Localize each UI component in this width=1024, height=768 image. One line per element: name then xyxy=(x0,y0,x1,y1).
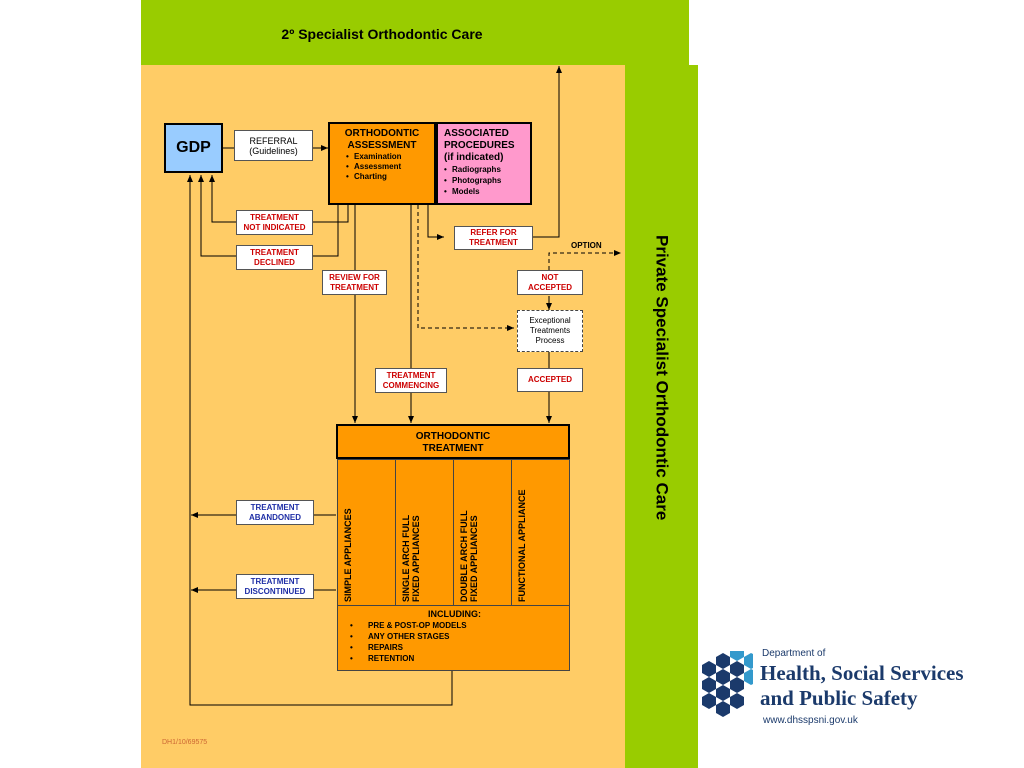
not-accepted-label: NOT ACCEPTED xyxy=(517,270,583,295)
exceptional-line2: Treatments xyxy=(529,326,571,335)
exceptional-line3: Process xyxy=(535,336,565,345)
page-title: 2º Specialist Orthodontic Care xyxy=(281,26,483,42)
not-indicated-line1: TREATMENT xyxy=(250,212,299,222)
review-line2: TREATMENT xyxy=(330,282,379,292)
commencing-line1: TREATMENT xyxy=(386,370,436,380)
including-item: PRE & POST-OP MODELS xyxy=(350,620,567,631)
dhssps-hexagon-logo-icon xyxy=(702,651,753,717)
refer-line1: REFER FOR xyxy=(470,228,517,237)
associated-title-line1: ASSOCIATED xyxy=(444,128,509,139)
treatment-discontinued-label: TREATMENT DISCONTINUED xyxy=(236,574,314,599)
refer-line2: TREATMENT xyxy=(469,238,518,247)
option-label: OPTION xyxy=(571,241,602,250)
logo-dept-line: Department of xyxy=(762,648,826,659)
referral-label: REFERRAL (Guidelines) xyxy=(234,130,313,161)
including-item: RETENTION xyxy=(350,653,567,664)
accepted-label: ACCEPTED xyxy=(517,368,583,392)
single-arch-line2: FIXED APPLIANCES xyxy=(411,515,421,602)
assessment-item: Assessment xyxy=(346,162,428,172)
associated-item: Photographs xyxy=(444,175,524,186)
declined-line1: TREATMENT xyxy=(250,247,299,257)
treatment-declined-label: TREATMENT DECLINED xyxy=(236,245,313,270)
double-arch-line1: DOUBLE ARCH FULL xyxy=(459,510,469,602)
logo-title-line1: Health, Social Services xyxy=(760,661,964,685)
assessment-title-line2: ASSESSMENT xyxy=(347,140,417,151)
associated-title-line2: PROCEDURES xyxy=(444,140,515,151)
orthodontic-assessment-box: ORTHODONTIC ASSESSMENT Examination Asses… xyxy=(328,122,436,205)
double-arch-line2: FIXED APPLIANCES xyxy=(469,515,479,602)
associated-item: Radiographs xyxy=(444,164,524,175)
functional-appliance-label: FUNCTIONAL APPLIANCE xyxy=(517,466,531,603)
exceptional-line1: Exceptional xyxy=(529,316,571,325)
including-item: ANY OTHER STAGES xyxy=(350,631,567,642)
simple-appliances-label: SIMPLE APPLIANCES xyxy=(343,466,357,602)
row-divider xyxy=(337,605,570,606)
including-item: REPAIRS xyxy=(350,642,567,653)
commencing-line2: COMMENCING xyxy=(382,380,440,390)
orthodontic-treatment-header: ORTHODONTIC TREATMENT xyxy=(336,424,570,459)
treatment-title-line2: TREATMENT xyxy=(422,443,484,454)
abandoned-line1: TREATMENT xyxy=(250,502,300,512)
private-care-panel xyxy=(625,65,698,768)
referral-line1: REFERRAL xyxy=(249,135,298,146)
gdp-box: GDP xyxy=(164,123,223,173)
refer-for-treatment-label: REFER FOR TREATMENT xyxy=(454,226,533,250)
gdp-label: GDP xyxy=(176,139,211,156)
associated-item: Models xyxy=(444,186,524,197)
functional-appliance-text: FUNCTIONAL APPLIANCE xyxy=(517,489,527,603)
associated-procedures-box: ASSOCIATED PROCEDURES (if indicated) Rad… xyxy=(436,122,532,205)
associated-title-line3: (if indicated) xyxy=(444,152,504,163)
treatment-not-indicated-label: TREATMENT NOT INDICATED xyxy=(236,210,313,235)
assessment-item: Examination xyxy=(346,152,428,162)
not-indicated-line2: NOT INDICATED xyxy=(243,222,306,232)
review-for-treatment-label: REVIEW FOR TREATMENT xyxy=(322,270,387,295)
column-divider xyxy=(395,459,396,606)
document-code: DH1/10/69575 xyxy=(162,739,208,746)
single-arch-line1: SINGLE ARCH FULL xyxy=(401,514,411,602)
discontinued-line2: DISCONTINUED xyxy=(244,586,306,596)
simple-appliances-text: SIMPLE APPLIANCES xyxy=(343,508,353,602)
accepted-text: ACCEPTED xyxy=(527,375,572,384)
referral-line2: (Guidelines) xyxy=(249,145,298,156)
declined-line2: DECLINED xyxy=(254,257,295,267)
exceptional-treatments-process: Exceptional Treatments Process xyxy=(517,310,583,352)
single-arch-label: SINGLE ARCH FULL FIXED APPLIANCES xyxy=(401,466,427,602)
column-divider xyxy=(453,459,454,606)
review-line1: REVIEW FOR xyxy=(329,272,380,282)
treatment-title-line1: ORTHODONTIC xyxy=(415,431,491,442)
private-care-title: Private Specialist Orthodontic Care xyxy=(652,235,672,521)
header-band xyxy=(141,0,689,65)
not-accepted-line2: ACCEPTED xyxy=(527,282,572,292)
column-divider xyxy=(511,459,512,606)
including-heading: INCLUDING: xyxy=(428,609,481,619)
assessment-title-line1: ORTHODONTIC xyxy=(344,128,420,139)
logo-url[interactable]: www.dhsspsni.gov.uk xyxy=(763,715,858,726)
treatment-abandoned-label: TREATMENT ABANDONED xyxy=(236,500,314,525)
not-accepted-line1: NOT xyxy=(541,272,559,282)
including-section: INCLUDING: PRE & POST-OP MODELS ANY OTHE… xyxy=(342,609,567,664)
logo-title-line2: and Public Safety xyxy=(760,686,918,710)
discontinued-line1: TREATMENT xyxy=(250,576,300,586)
double-arch-label: DOUBLE ARCH FULL FIXED APPLIANCES xyxy=(459,466,485,602)
abandoned-line2: ABANDONED xyxy=(249,512,301,522)
treatment-commencing-label: TREATMENT COMMENCING xyxy=(375,368,447,393)
assessment-item: Charting xyxy=(346,172,428,182)
